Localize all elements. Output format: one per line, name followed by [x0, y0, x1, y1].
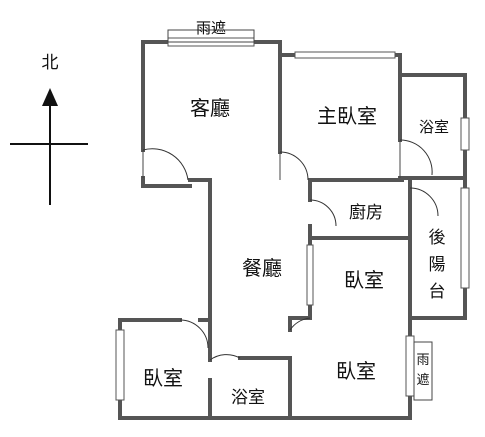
canopy-right: [413, 341, 433, 401]
door-living-arc: [142, 148, 189, 181]
kitchen-label: 廚房: [349, 202, 383, 223]
canopy-right-label-1: 雨: [416, 353, 429, 368]
door-master-arc: [279, 151, 309, 181]
window-bath: [460, 117, 470, 151]
door-master-bath-arc: [399, 139, 433, 176]
north-label: 北: [42, 53, 59, 73]
canopies: [167, 29, 433, 401]
windows: [115, 37, 470, 401]
back-balcony-label-1: 後: [429, 228, 446, 248]
master-bath-label: 浴室: [419, 118, 449, 136]
window-left-bedroom: [115, 329, 125, 401]
right-bedroom-label: 臥室: [336, 359, 376, 383]
back-balcony-label-3: 台: [429, 282, 446, 302]
canopy-top: [167, 29, 255, 43]
canopy-top-label: 雨遮: [196, 19, 226, 37]
room-labels: 客廳 主臥室 浴室 廚房 後 陽 台 餐廳 臥室 臥室 浴室 臥室: [143, 96, 449, 408]
master-bedroom-label: 主臥室: [317, 104, 377, 128]
canopy-right-label-2: 遮: [416, 372, 429, 388]
doors: [142, 139, 439, 361]
window-balcony: [460, 187, 470, 289]
bottom-bath-label: 浴室: [231, 388, 265, 408]
window-master-bedroom: [294, 51, 396, 59]
north-arrow-icon: [42, 88, 58, 106]
dining-room-label: 餐廳: [242, 256, 282, 280]
middle-bedroom-label: 臥室: [344, 268, 384, 292]
window-right-bedroom: [405, 335, 415, 397]
window-middle-bedroom: [306, 244, 314, 306]
door-right-bedroom-arc: [289, 317, 311, 331]
door-kitchen-arc: [309, 199, 337, 227]
door-bath-arc: [209, 354, 241, 361]
left-bedroom-label: 臥室: [143, 366, 183, 390]
door-balcony-arc: [409, 187, 439, 217]
living-room-label: 客廳: [190, 96, 230, 120]
compass: 北: [10, 53, 88, 205]
canopy-labels: 雨遮 雨 遮: [196, 19, 430, 388]
door-left-bedroom-arc: [179, 319, 209, 349]
back-balcony-label-2: 陽: [429, 255, 446, 275]
